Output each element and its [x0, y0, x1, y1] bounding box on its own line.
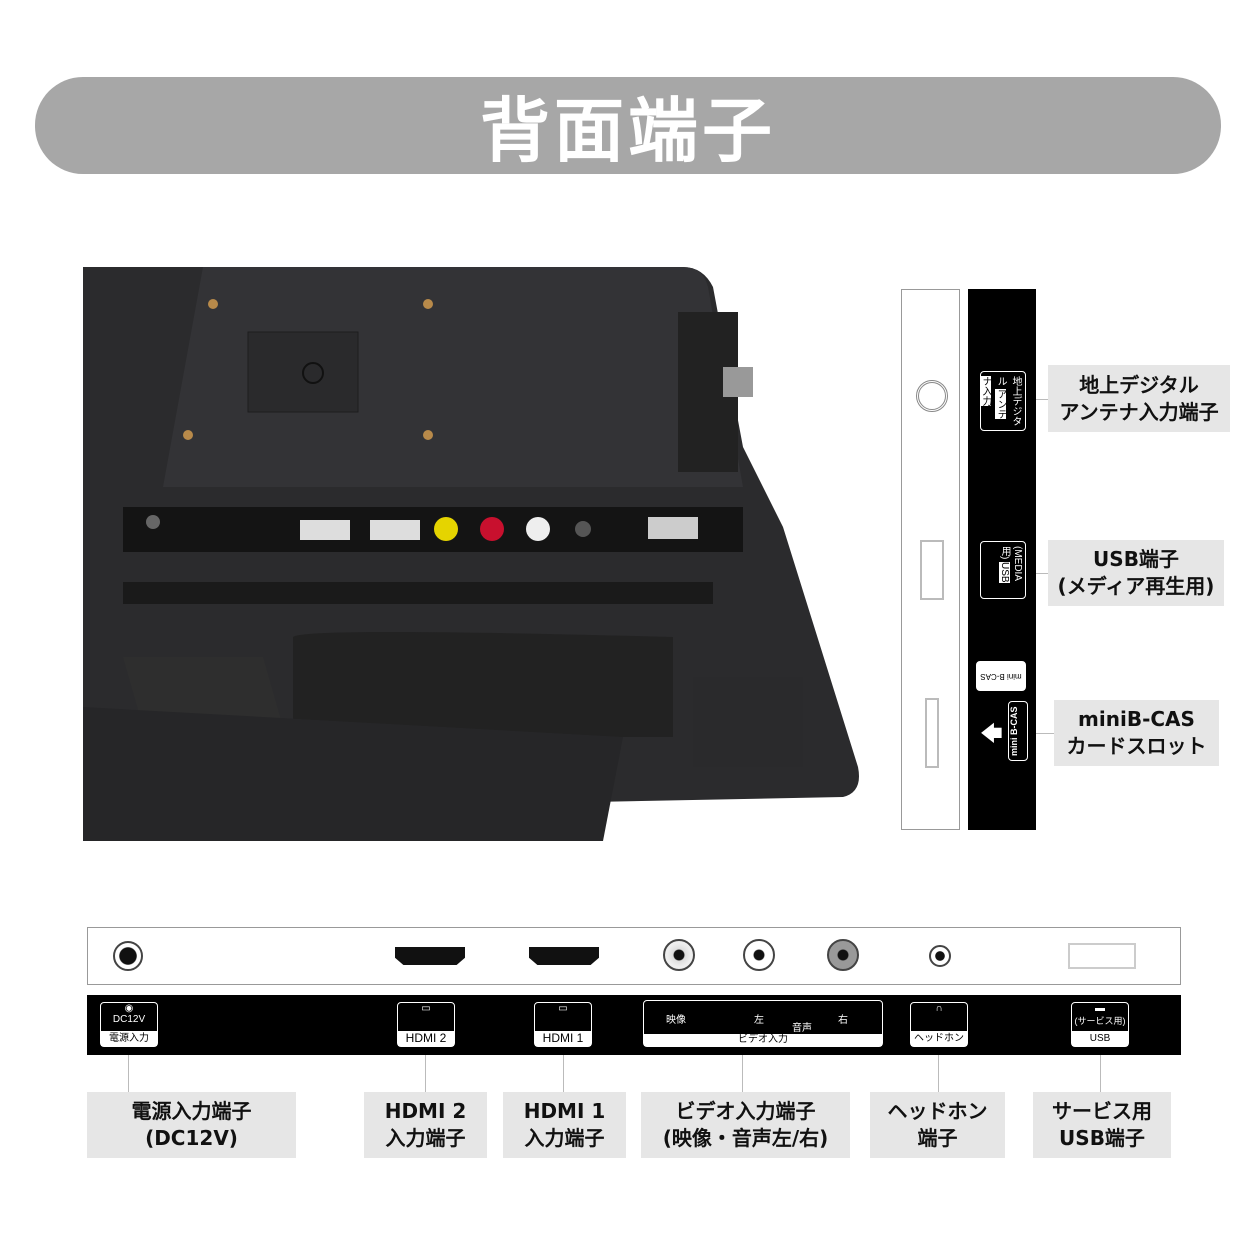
bcas-tag: mini B-CAS: [1008, 701, 1028, 761]
side-view-white: [901, 289, 960, 830]
audio-right-port-icon: [827, 939, 859, 971]
antenna-port-icon: [916, 380, 948, 412]
dc-icon: ◉: [124, 1003, 134, 1014]
hdmi2-port-icon: [395, 947, 465, 965]
hdmi1-port-icon: [529, 947, 599, 965]
headphone-icon: ∩: [935, 1003, 943, 1014]
headphone-port-icon: [929, 945, 951, 967]
bcas-card-tag: mini B-CAS: [976, 661, 1026, 691]
title-banner: 背面端子: [35, 77, 1221, 174]
video-tag: 映像 左 音声 右 ビデオ入力: [643, 1000, 883, 1047]
headphone-tag: ∩ヘッドホン: [910, 1002, 968, 1047]
label-antenna: 地上デジタルアンテナ入力端子: [1048, 365, 1230, 432]
usb-service-port-icon: [1068, 943, 1136, 969]
usb-port-icon: [920, 540, 944, 600]
antenna-tag: 地上デジタル アンテナ入力: [980, 371, 1026, 431]
dc-port-icon: [113, 941, 143, 971]
video-port-icon: [663, 939, 695, 971]
arrow-left-icon: 🡄: [980, 722, 1003, 747]
hdmi1-tag: ▭HDMI 1: [534, 1002, 592, 1047]
side-panel-black: 地上デジタル アンテナ入力 (MEDIA用) USB mini B-CAS 🡄 …: [968, 289, 1036, 830]
usb-tag: (MEDIA用) USB: [980, 541, 1026, 599]
label-headphone: ヘッドホン端子: [870, 1092, 1005, 1158]
hdmi-icon: ▭: [421, 1003, 431, 1014]
hdmi-icon: ▭: [558, 1003, 568, 1014]
label-usb-media: USB端子(メディア再生用): [1048, 540, 1224, 606]
hdmi2-tag: ▭HDMI 2: [397, 1002, 455, 1047]
tv-back-photo: [83, 267, 863, 841]
usb-icon: ▬: [1095, 1003, 1105, 1014]
label-video: ビデオ入力端子(映像・音声左/右): [641, 1092, 850, 1158]
label-dc: 電源入力端子(DC12V): [87, 1092, 296, 1158]
page-title: 背面端子: [480, 90, 776, 172]
audio-left-port-icon: [743, 939, 775, 971]
bottom-view-white: [87, 927, 1181, 985]
usb-service-tag: ▬(サービス用)USB: [1071, 1002, 1129, 1047]
bcas-slot-icon: [925, 698, 939, 768]
